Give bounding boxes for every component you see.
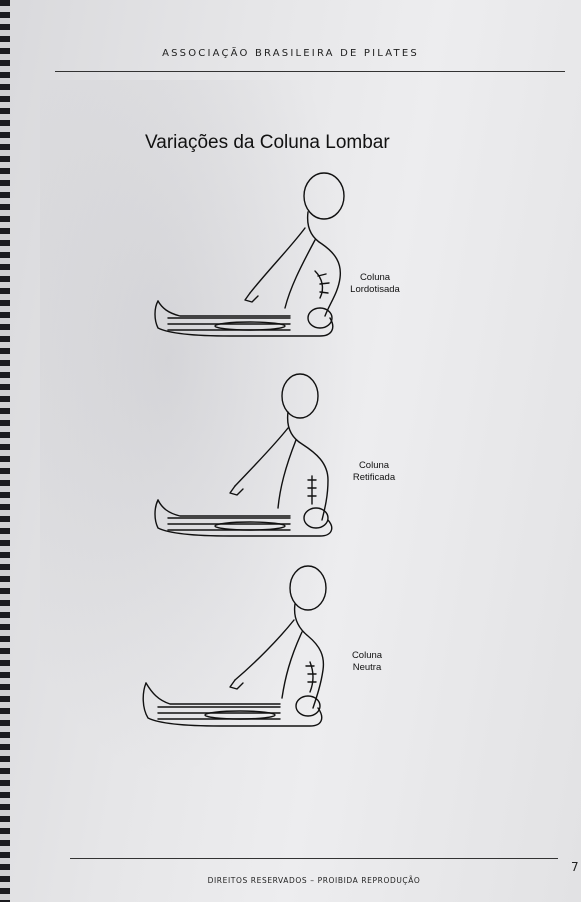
footer-rule [70,858,558,859]
spiral-binding [0,0,10,902]
header-title: ASSOCIAÇÃO BRASILEIRA DE PILATES [162,48,419,59]
label-coluna-retificada: Coluna Retificada [352,460,396,483]
page-number: 7 [571,860,579,874]
label-coluna-lordotisada: Coluna Lordotisada [350,272,400,295]
seated-figure-lordotic-illustration [154,172,345,337]
seated-figure-neutral-illustration [142,565,327,727]
header-rule [55,71,565,72]
page-title: Variações da Coluna Lombar [145,132,390,153]
footer-text: DIREITOS RESERVADOS – PROIBIDA REPRODUÇÃ… [207,876,421,885]
label-coluna-neutra: Coluna Neutra [351,650,383,673]
seated-figure-rectified-illustration [154,373,333,537]
